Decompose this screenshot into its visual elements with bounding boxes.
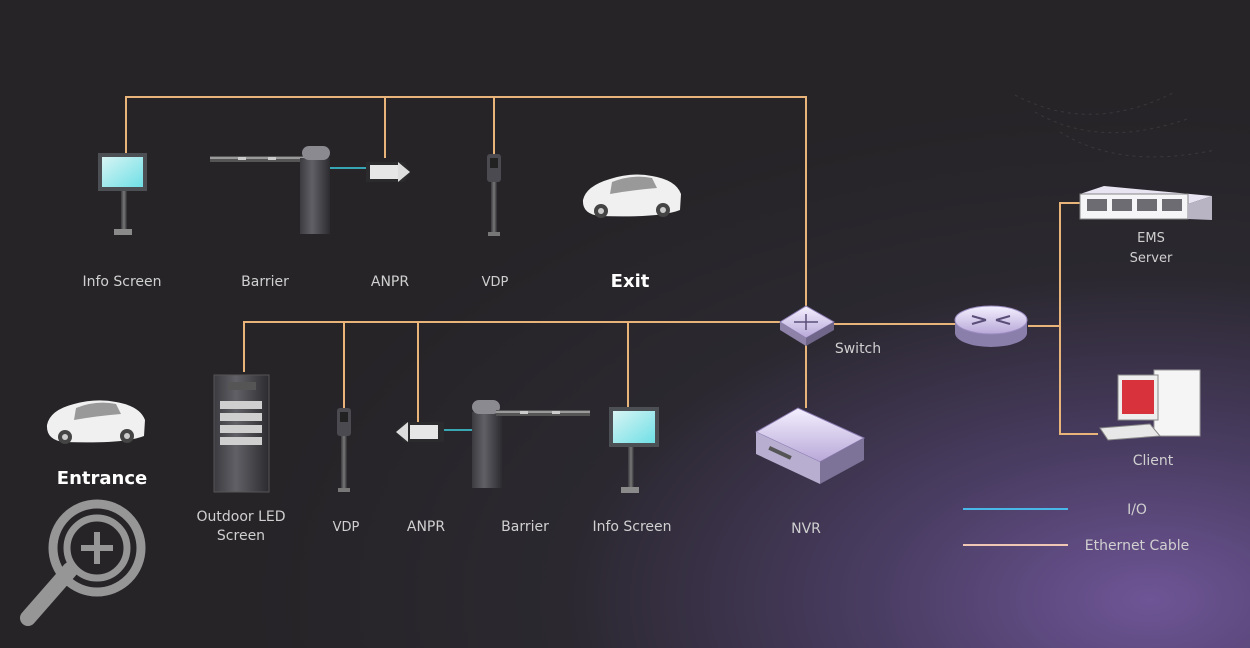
- nvr-device: [754, 407, 866, 484]
- exit-car-icon: [582, 174, 681, 218]
- exit-anpr-camera-device: [366, 162, 410, 182]
- background-watermark: [1014, 91, 1216, 158]
- entrance-barrier-device: [472, 400, 590, 488]
- nvr-label: NVR: [791, 521, 821, 537]
- exit-info-screen-device: [98, 153, 147, 235]
- zoom-in-icon[interactable]: [20, 499, 146, 626]
- ethernet-wires: [125, 96, 1098, 435]
- switch-label: Switch: [835, 341, 881, 357]
- exit-vdp-label: VDP: [482, 275, 509, 290]
- io-wires: [330, 167, 476, 431]
- entrance-car-icon: [46, 400, 145, 444]
- exit-barrier-device: [210, 146, 330, 234]
- router-device: [954, 305, 1028, 347]
- client-pc-device: [1099, 369, 1201, 441]
- legend-ethernet-label: Ethernet Cable: [1085, 538, 1190, 554]
- exit-title: Exit: [611, 271, 650, 292]
- exit-vdp-device: [487, 154, 501, 236]
- ems-label-line1: EMS: [1137, 231, 1165, 246]
- switch-device: [779, 305, 836, 346]
- legend-io-label: I/O: [1127, 502, 1147, 518]
- legend: I/O Ethernet Cable: [963, 502, 1189, 554]
- ems-label-line2: Server: [1130, 251, 1173, 266]
- client-label: Client: [1133, 453, 1174, 469]
- entrance-title: Entrance: [57, 468, 147, 489]
- outdoor-led-label-line2: Screen: [217, 528, 265, 544]
- entrance-info-screen-device: [609, 407, 659, 493]
- ems-server-device: [1079, 186, 1212, 220]
- entrance-barrier-label: Barrier: [501, 519, 549, 535]
- entrance-vdp-label: VDP: [333, 520, 360, 535]
- entrance-anpr-label: ANPR: [407, 519, 445, 535]
- entrance-vdp-device: [337, 408, 351, 492]
- exit-info-screen-label: Info Screen: [82, 274, 161, 290]
- entrance-info-screen-label: Info Screen: [592, 519, 671, 535]
- outdoor-led-screen-device: [213, 374, 270, 493]
- entrance-anpr-camera-device: [396, 422, 444, 442]
- exit-barrier-label: Barrier: [241, 274, 289, 290]
- outdoor-led-label-line1: Outdoor LED: [196, 509, 285, 525]
- exit-anpr-label: ANPR: [371, 274, 409, 290]
